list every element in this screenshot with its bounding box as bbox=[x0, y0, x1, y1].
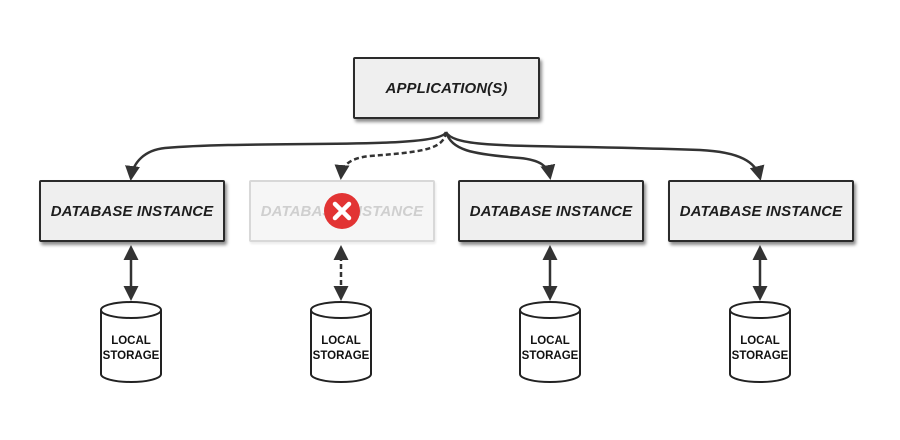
connector-app-to-instance-1 bbox=[125, 131, 448, 181]
connector-app-to-instance-4 bbox=[444, 131, 765, 181]
local-storage-label-line1: LOCAL bbox=[740, 335, 780, 347]
local-storage-label-line2: STORAGE bbox=[102, 350, 160, 362]
local-storage-icon bbox=[729, 301, 791, 383]
database-instance-4: DATABASE INSTANCE bbox=[668, 180, 854, 242]
local-storage-label-line2: STORAGE bbox=[521, 350, 579, 362]
local-storage-label-line1: LOCAL bbox=[530, 335, 570, 347]
local-storage-label-line1: LOCAL bbox=[111, 335, 151, 347]
connector-app-to-instance-3 bbox=[444, 131, 556, 180]
database-instance-label: DATABASE INSTANCE bbox=[679, 202, 843, 220]
local-storage-label: LOCAL STORAGE bbox=[728, 334, 792, 364]
database-instance-label: DATABASE INSTANCE bbox=[469, 202, 633, 220]
database-instance-2-failed: DATABASE INSTANCE bbox=[249, 180, 435, 242]
database-instance-3: DATABASE INSTANCE bbox=[458, 180, 644, 242]
x-circle-icon bbox=[324, 193, 360, 229]
local-storage-label: LOCAL STORAGE bbox=[309, 334, 373, 364]
local-storage-label-line2: STORAGE bbox=[731, 350, 789, 362]
local-storage-label-line2: STORAGE bbox=[312, 350, 370, 362]
local-storage-icon bbox=[519, 301, 581, 383]
local-storage-label: LOCAL STORAGE bbox=[99, 334, 163, 364]
local-storage-label: LOCAL STORAGE bbox=[518, 334, 582, 364]
application-label: APPLICATION(S) bbox=[385, 79, 508, 97]
database-instance-1: DATABASE INSTANCE bbox=[39, 180, 225, 242]
application-box: APPLICATION(S) bbox=[353, 57, 540, 119]
local-storage-icon bbox=[310, 301, 372, 383]
database-instance-label: DATABASE INSTANCE bbox=[50, 202, 214, 220]
local-storage-icon bbox=[100, 301, 162, 383]
connector-app-to-instance-2-failed bbox=[334, 131, 448, 180]
local-storage-label-line1: LOCAL bbox=[321, 335, 361, 347]
